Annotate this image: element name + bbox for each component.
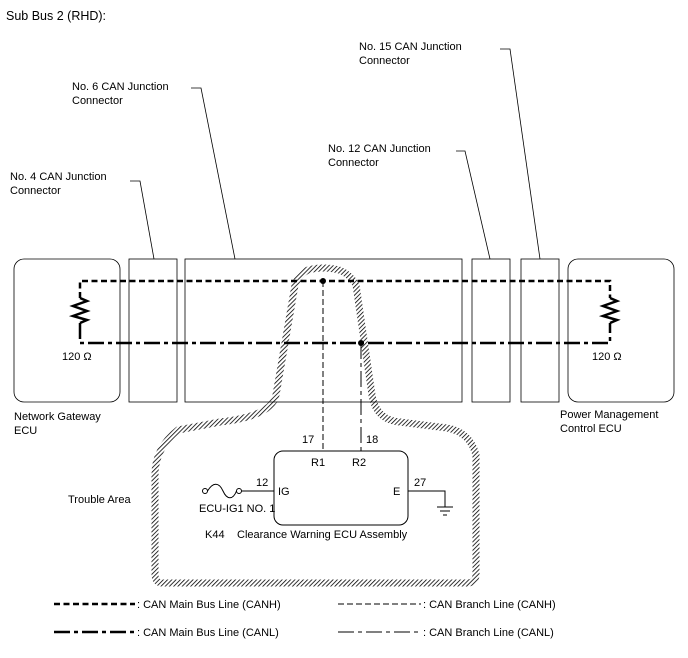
left-termination-resistor <box>68 296 91 325</box>
pin-r1-label: R1 <box>311 457 325 469</box>
no15-connector-label-line2: Connector <box>359 55 410 67</box>
no15-leader-line <box>500 48 541 260</box>
legend-branch-canh-label: : CAN Branch Line (CANH) <box>423 599 556 611</box>
power-management-ecu-label-line2: Control ECU <box>560 423 622 435</box>
network-gateway-ecu-label-line1: Network Gateway <box>14 411 101 423</box>
pin-17-number: 17 <box>302 434 314 446</box>
no12-connector-label-line2: Connector <box>328 157 379 169</box>
right-resistor-value: 120 Ω <box>592 351 622 363</box>
no4-connector-label-line2: Connector <box>10 185 61 197</box>
fuse-right-terminal <box>236 488 242 494</box>
no15-connector-label-line1: No. 15 CAN Junction <box>359 41 462 53</box>
trouble-area-boundary <box>151 264 480 587</box>
legend-main-canh-label: : CAN Main Bus Line (CANH) <box>137 599 281 611</box>
no12-connector-label-line1: No. 12 CAN Junction <box>328 143 431 155</box>
no12-leader-line <box>456 150 491 260</box>
ground-icon <box>437 506 453 516</box>
trouble-area-label: Trouble Area <box>68 494 131 506</box>
pin-12-number: 12 <box>256 477 268 489</box>
legend-branch-canl-label: : CAN Branch Line (CANL) <box>423 627 554 639</box>
component-name: Clearance Warning ECU Assembly <box>237 529 408 541</box>
network-gateway-ecu-box <box>13 258 121 403</box>
fuse-icon <box>207 483 237 499</box>
no4-junction-box <box>128 258 178 403</box>
pin-ig-label: IG <box>278 486 290 498</box>
power-management-ecu-label-line1: Power Management <box>560 409 658 421</box>
pin-18-number: 18 <box>366 434 378 446</box>
no6-leader-line <box>191 87 236 260</box>
fuse-left-terminal <box>202 488 208 494</box>
ground-wire <box>408 490 446 507</box>
can-main-bus-canl <box>78 323 612 345</box>
network-gateway-ecu-label-line2: ECU <box>14 425 37 437</box>
pin-r2-label: R2 <box>352 457 366 469</box>
right-termination-resistor <box>598 296 621 325</box>
pin-27-number: 27 <box>414 477 426 489</box>
left-resistor-value: 120 Ω <box>62 351 92 363</box>
can-main-bus-canh <box>78 279 612 298</box>
no12-junction-box <box>471 258 511 403</box>
no6-connector-label-line1: No. 6 CAN Junction <box>72 81 169 93</box>
power-management-ecu-box <box>567 258 675 403</box>
no4-connector-label-line1: No. 4 CAN Junction <box>10 171 107 183</box>
fuse-label: ECU-IG1 NO. 1 <box>199 503 275 515</box>
pin-e-label: E <box>393 486 400 498</box>
clearance-warning-ecu-box <box>273 450 409 526</box>
component-code: K44 <box>205 529 225 541</box>
no4-leader-line <box>130 180 155 260</box>
no6-connector-label-line2: Connector <box>72 95 123 107</box>
legend-main-canl-label: : CAN Main Bus Line (CANL) <box>137 627 279 639</box>
diagram-title: Sub Bus 2 (RHD): <box>6 9 106 23</box>
